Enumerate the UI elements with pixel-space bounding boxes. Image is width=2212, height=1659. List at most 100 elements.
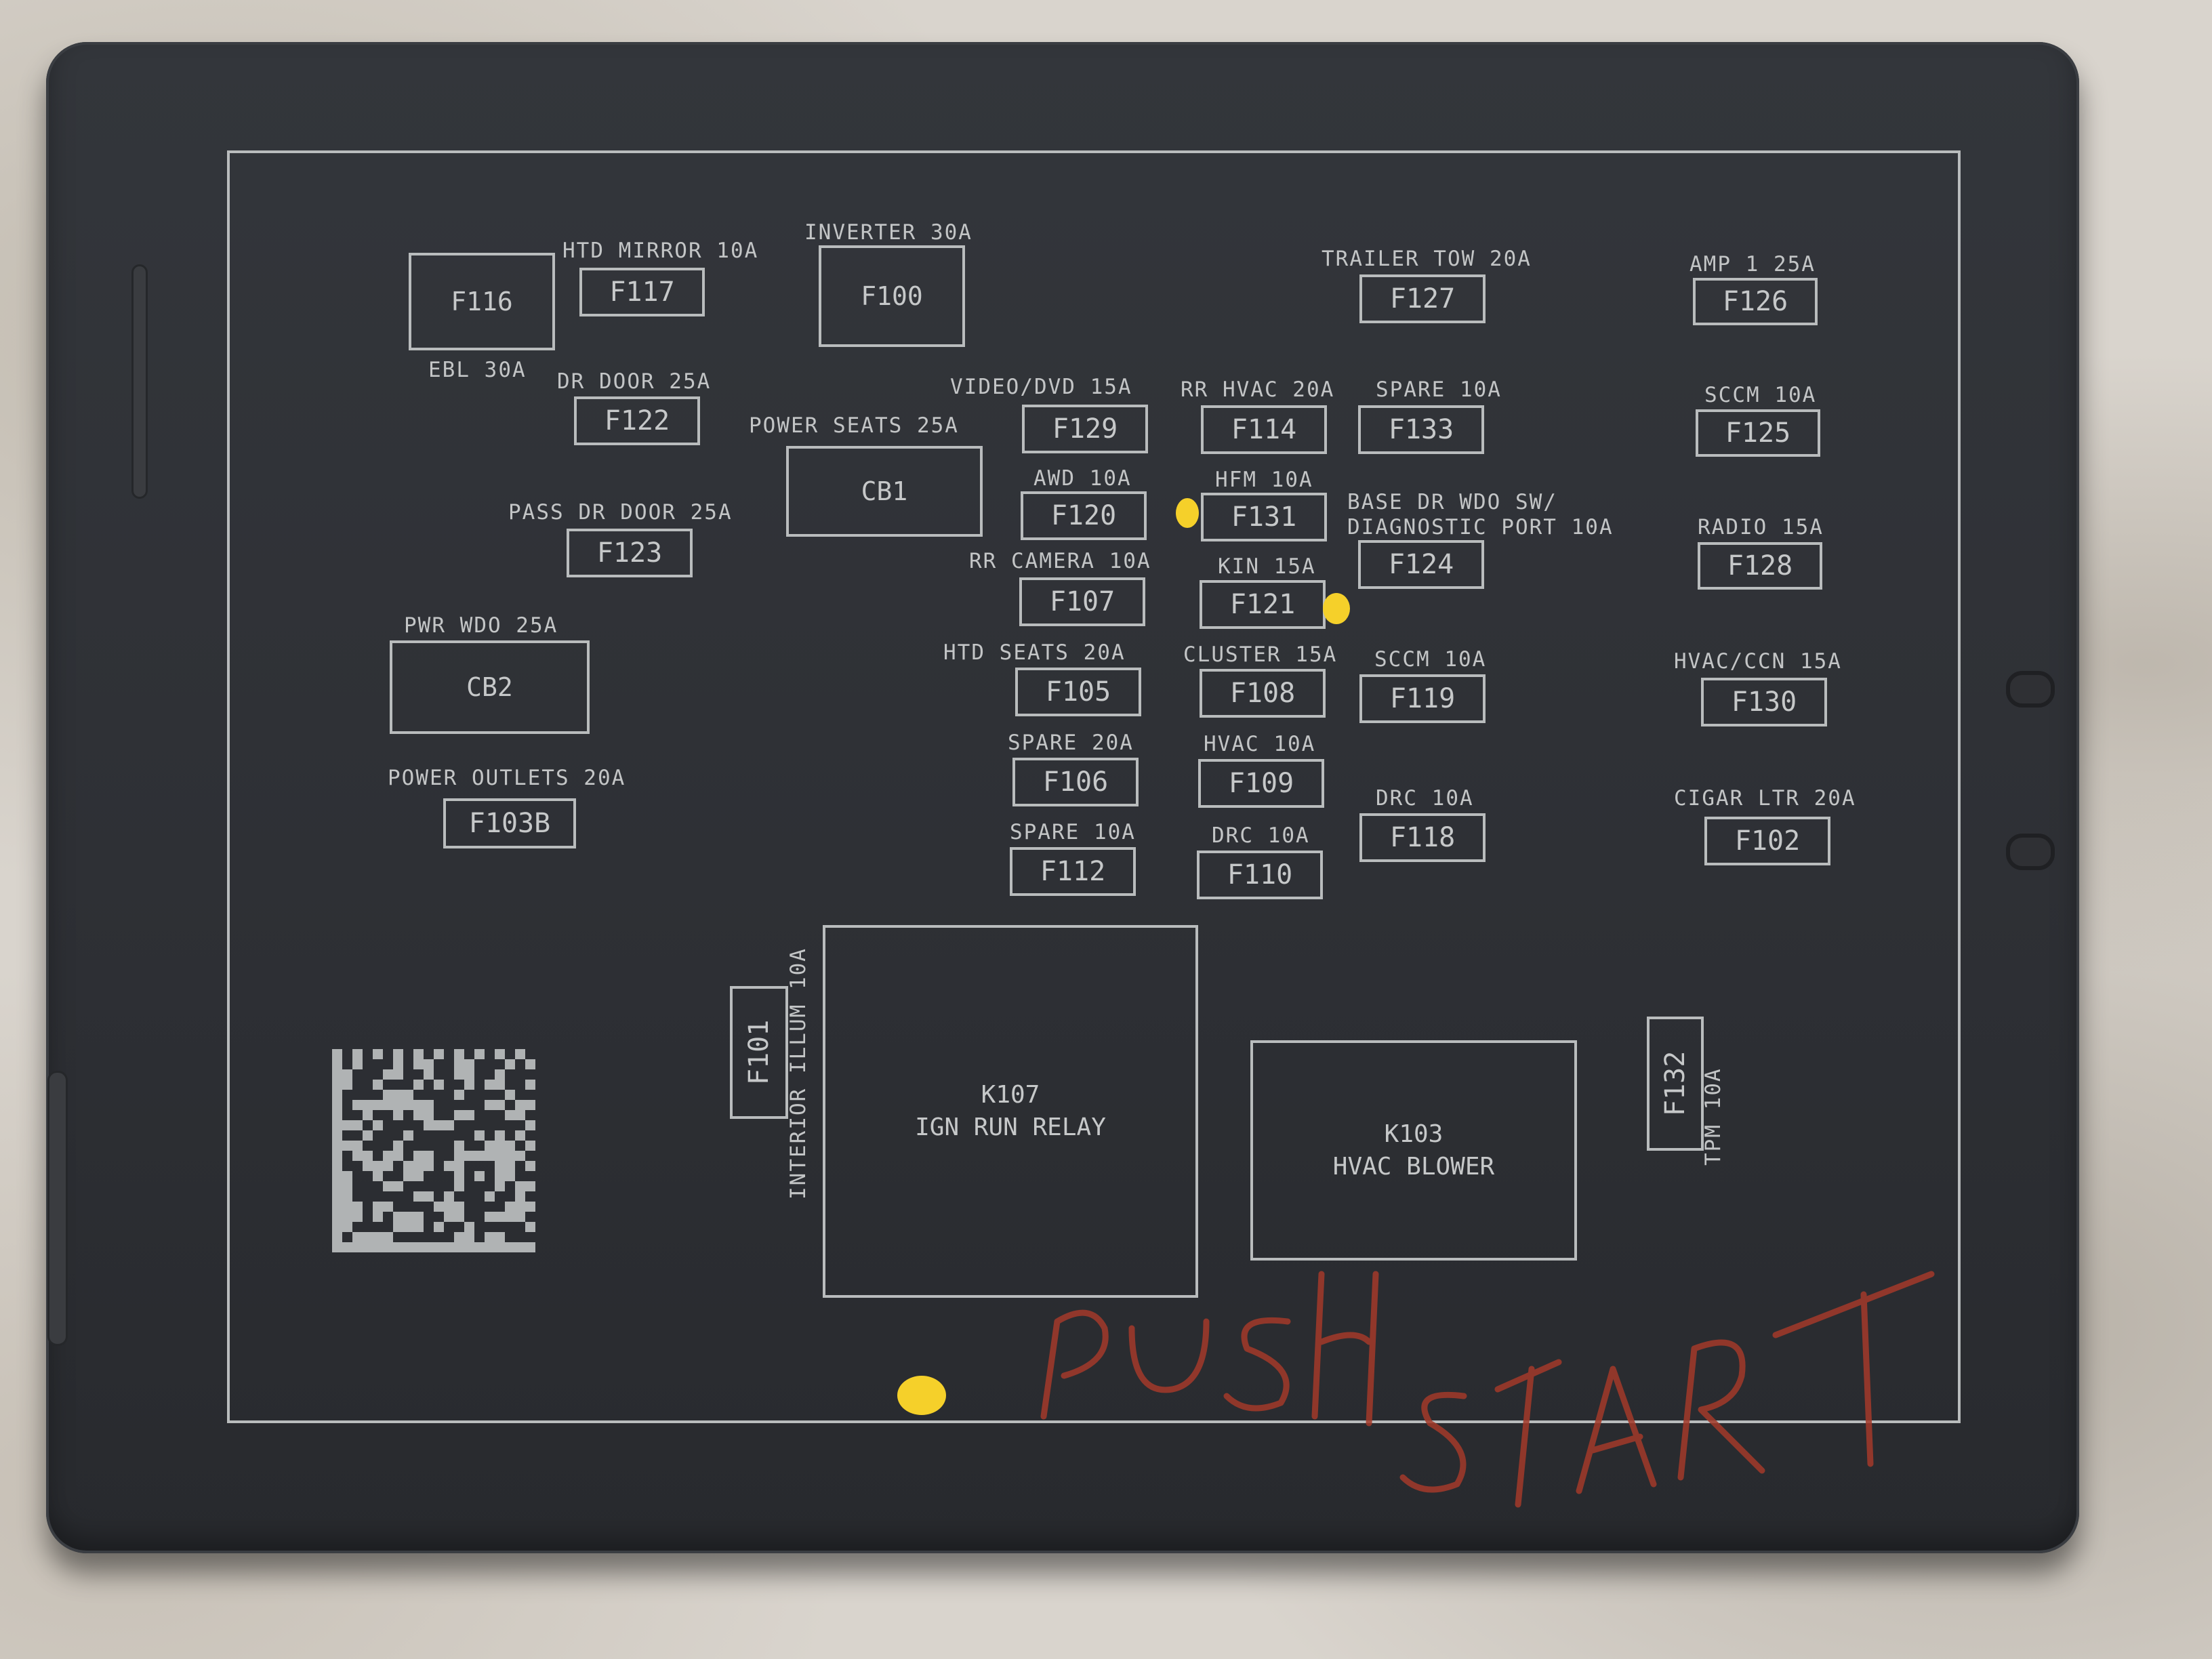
label-tpm: TPM 10A	[1701, 1067, 1725, 1166]
data-matrix-cell	[495, 1100, 505, 1110]
data-matrix-cell	[464, 1151, 474, 1161]
data-matrix-cell	[413, 1049, 424, 1059]
fuse-f110: F110	[1197, 851, 1323, 899]
data-matrix-cell	[413, 1222, 424, 1232]
data-matrix-cell	[352, 1100, 363, 1110]
data-matrix-cell	[434, 1242, 444, 1252]
label-power-outlets: POWER OUTLETS 20A	[388, 766, 626, 790]
data-matrix-cell	[393, 1222, 403, 1232]
fuse-f130: F130	[1701, 678, 1827, 726]
fuse-f107: F107	[1019, 577, 1145, 626]
data-matrix-cell	[434, 1049, 444, 1059]
data-matrix-cell	[403, 1161, 413, 1171]
relay-k103-id: K103	[1384, 1120, 1443, 1148]
data-matrix-cell	[505, 1171, 515, 1181]
data-matrix-cell	[474, 1151, 485, 1161]
data-matrix-cell	[332, 1141, 342, 1151]
data-matrix-cell	[495, 1069, 505, 1080]
data-matrix-cell	[495, 1212, 505, 1222]
data-matrix-cell	[393, 1069, 403, 1080]
breaker-cb1: CB1	[786, 446, 983, 537]
label-ebl: EBL 30A	[428, 358, 527, 382]
fuse-f102: F102	[1704, 817, 1830, 865]
data-matrix-cell	[403, 1242, 413, 1252]
data-matrix-cell	[495, 1080, 505, 1090]
label-amp1: AMP 1 25A	[1689, 252, 1816, 276]
yellow-paint-dot	[897, 1376, 946, 1415]
data-matrix-cell	[413, 1191, 424, 1202]
yellow-paint-dot	[1323, 593, 1350, 624]
data-matrix-cell	[393, 1110, 403, 1120]
data-matrix-cell	[342, 1171, 352, 1181]
data-matrix-cell	[444, 1161, 454, 1171]
data-matrix-cell	[464, 1080, 474, 1090]
data-matrix-cell	[332, 1242, 342, 1252]
data-matrix-cell	[525, 1202, 535, 1212]
data-matrix-cell	[393, 1059, 403, 1069]
data-matrix-cell	[332, 1161, 342, 1171]
data-matrix-cell	[464, 1110, 474, 1120]
data-matrix-cell	[373, 1202, 383, 1212]
data-matrix-cell	[505, 1110, 515, 1120]
data-matrix-cell	[383, 1161, 393, 1171]
data-matrix-cell	[332, 1181, 342, 1191]
data-matrix-cell	[332, 1130, 342, 1141]
data-matrix-cell	[403, 1090, 413, 1100]
data-matrix-cell	[332, 1151, 342, 1161]
data-matrix-cell	[332, 1090, 342, 1100]
data-matrix-cell	[444, 1202, 454, 1212]
data-matrix-cell	[413, 1100, 424, 1110]
data-matrix-cell	[424, 1120, 434, 1130]
data-matrix-cell	[515, 1110, 525, 1120]
fuse-f127: F127	[1359, 274, 1486, 323]
fuse-f103b: F103B	[443, 798, 576, 848]
data-matrix-cell	[403, 1130, 413, 1141]
label-video-dvd: VIDEO/DVD 15A	[950, 375, 1132, 399]
fuse-f119: F119	[1359, 674, 1486, 723]
data-matrix-cell	[373, 1212, 383, 1222]
data-matrix-cell	[342, 1181, 352, 1191]
data-matrix-cell	[454, 1161, 464, 1171]
data-matrix-cell	[454, 1069, 464, 1080]
label-spare-10a-top: SPARE 10A	[1376, 377, 1502, 402]
data-matrix-cell	[454, 1090, 464, 1100]
label-radio: RADIO 15A	[1698, 515, 1824, 539]
fuse-f129: F129	[1022, 405, 1148, 453]
data-matrix-cell	[413, 1110, 424, 1120]
data-matrix-cell	[424, 1151, 434, 1161]
data-matrix-cell	[424, 1059, 434, 1069]
relay-k107-id: K107	[981, 1081, 1040, 1109]
data-matrix-cell	[525, 1080, 535, 1090]
data-matrix-cell	[454, 1110, 464, 1120]
data-matrix-cell	[525, 1059, 535, 1069]
data-matrix-cell	[342, 1141, 352, 1151]
data-matrix-cell	[454, 1171, 464, 1181]
label-pass-dr-door: PASS DR DOOR 25A	[508, 500, 733, 525]
data-matrix-cell	[373, 1232, 383, 1242]
data-matrix-cell	[515, 1191, 525, 1202]
data-matrix-cell	[525, 1161, 535, 1171]
data-matrix-cell	[444, 1212, 454, 1222]
left-hinge-bottom	[47, 1071, 68, 1346]
data-matrix-cell	[515, 1212, 525, 1222]
fuse-f120: F120	[1021, 491, 1147, 540]
data-matrix-cell	[413, 1059, 424, 1069]
data-matrix-cell	[383, 1181, 393, 1191]
fuse-f117: F117	[579, 268, 705, 316]
data-matrix-cell	[444, 1242, 454, 1252]
data-matrix-cell	[383, 1202, 393, 1212]
label-sccm-mid: SCCM 10A	[1374, 647, 1487, 672]
data-matrix-cell	[342, 1120, 352, 1130]
data-matrix-cell	[505, 1161, 515, 1171]
fuse-f109: F109	[1198, 759, 1324, 808]
data-matrix-cell	[332, 1232, 342, 1242]
data-matrix-cell	[393, 1181, 403, 1191]
left-hinge-top	[131, 264, 148, 499]
data-matrix-cell	[393, 1242, 403, 1252]
data-matrix-cell	[444, 1191, 454, 1202]
fuse-f112: F112	[1010, 847, 1136, 896]
fuse-f114: F114	[1201, 405, 1327, 454]
data-matrix-cell	[464, 1232, 474, 1242]
data-matrix-cell	[454, 1212, 464, 1222]
data-matrix-code	[332, 1049, 535, 1252]
